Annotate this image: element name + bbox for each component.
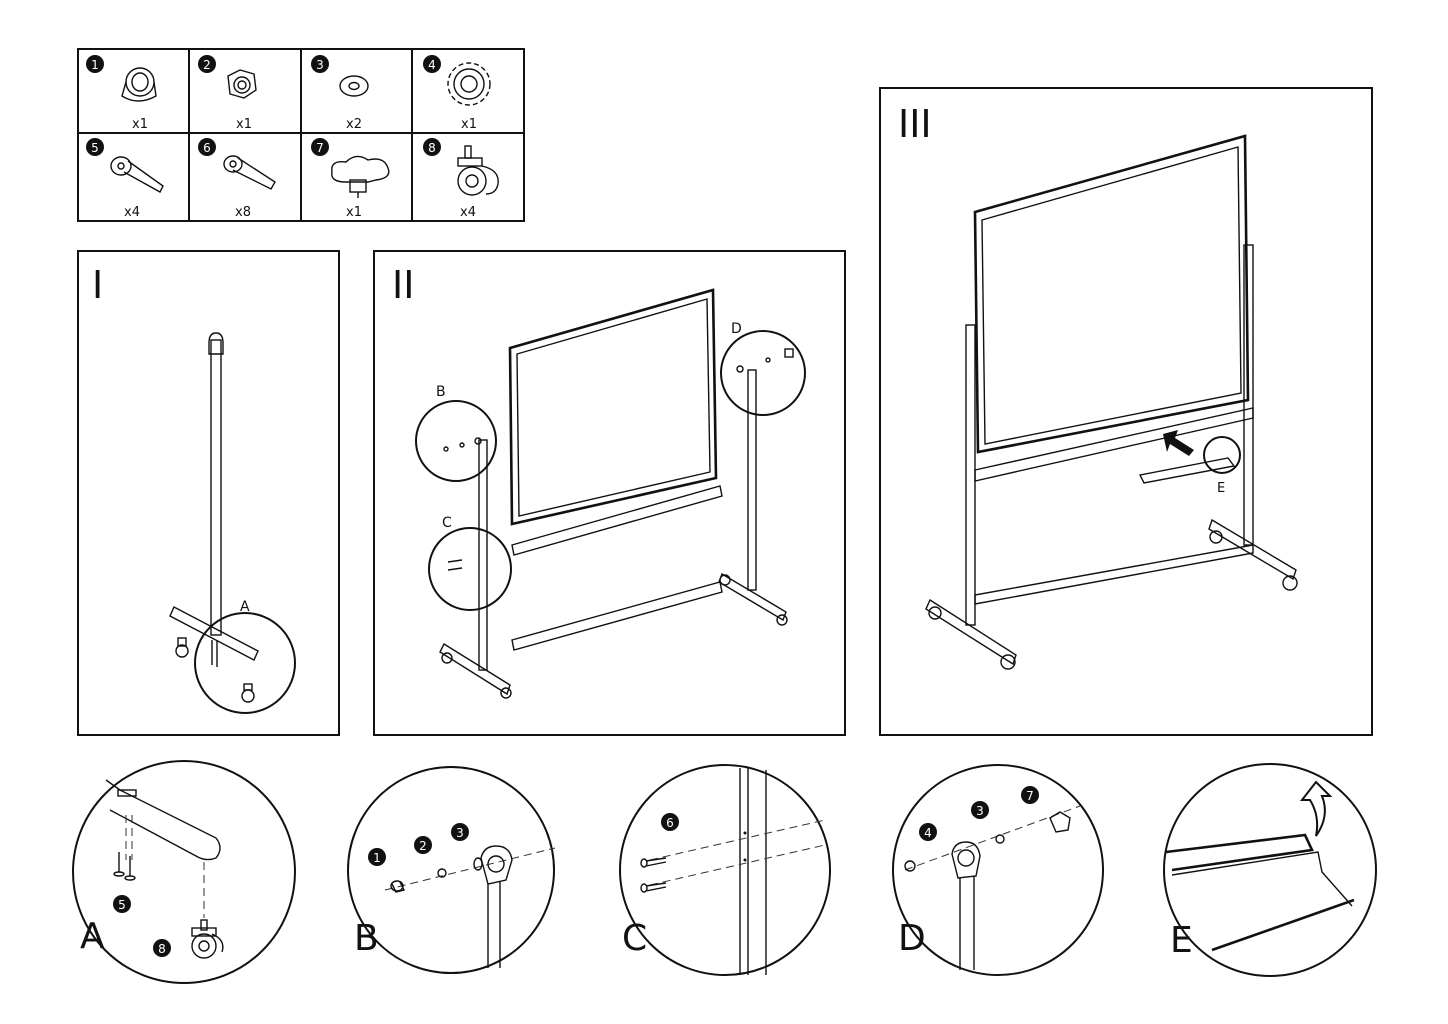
callout-label: D bbox=[731, 321, 742, 337]
part-number: 4 bbox=[428, 58, 436, 72]
hex-nut-icon bbox=[437, 868, 447, 878]
step-label: III bbox=[898, 102, 932, 146]
detail-letter: B bbox=[354, 918, 379, 959]
part-number: 2 bbox=[419, 839, 427, 853]
detail-D: D 4 3 7 bbox=[892, 764, 1104, 976]
part-number: 7 bbox=[316, 141, 324, 155]
right-upright bbox=[1208, 244, 1298, 591]
part-number: 2 bbox=[203, 58, 211, 72]
part-cell-5: 5 x4 bbox=[86, 138, 164, 220]
whiteboard-panel bbox=[973, 134, 1250, 454]
part-number: 6 bbox=[203, 141, 211, 155]
part-qty: x1 bbox=[346, 205, 362, 220]
part-number: 4 bbox=[924, 826, 932, 840]
part-number: 6 bbox=[666, 816, 674, 830]
part-number: 8 bbox=[158, 942, 166, 956]
detail-letter: A bbox=[80, 916, 105, 957]
star-knob-icon bbox=[331, 155, 390, 198]
part-number: 1 bbox=[373, 851, 381, 865]
part-cell-3: 3 x2 bbox=[311, 55, 369, 132]
detail-circle-C bbox=[428, 527, 512, 611]
right-upright bbox=[718, 369, 788, 626]
part-qty: x1 bbox=[461, 117, 477, 132]
part-qty: x1 bbox=[236, 117, 252, 132]
screw-icon bbox=[223, 155, 276, 190]
hex-nut-icon bbox=[227, 69, 257, 99]
screw-icon bbox=[640, 857, 667, 893]
crossbars bbox=[974, 407, 1254, 605]
pen-tray bbox=[1165, 833, 1355, 952]
parts-table: 1 x1 2 x1 3 bbox=[77, 48, 525, 222]
detail-letter: E bbox=[1170, 920, 1193, 961]
washer-icon bbox=[995, 834, 1005, 844]
upright-post bbox=[739, 768, 767, 975]
part-cell-7: 7 x1 bbox=[311, 138, 390, 220]
whiteboard-panel bbox=[508, 288, 718, 526]
lock-ring-icon bbox=[447, 62, 491, 106]
step-panel-3: III E bbox=[879, 87, 1373, 736]
detail-A: A 5 8 bbox=[72, 760, 296, 984]
part-number: 3 bbox=[976, 804, 984, 818]
part-number: 1 bbox=[91, 58, 99, 72]
step-panel-1: I A bbox=[77, 250, 340, 736]
part-number: 5 bbox=[91, 141, 99, 155]
part-qty: x8 bbox=[235, 205, 251, 220]
left-upright bbox=[439, 439, 512, 699]
part-cell-8: 8 x4 bbox=[423, 138, 499, 220]
detail-E: E bbox=[1163, 763, 1377, 977]
detail-letter: D bbox=[898, 918, 926, 959]
pen-tray bbox=[1138, 457, 1236, 484]
detail-B: B 1 2 3 bbox=[347, 766, 556, 974]
star-knob-icon bbox=[1049, 811, 1071, 833]
part-number-badge bbox=[86, 55, 104, 73]
upright-post bbox=[208, 332, 224, 636]
detail-circle-A bbox=[194, 612, 296, 714]
detail-circle-B bbox=[415, 400, 497, 482]
upright-post bbox=[480, 845, 513, 968]
detail-circle-E bbox=[1203, 436, 1241, 474]
step-label: II bbox=[392, 263, 414, 307]
upright-post bbox=[951, 841, 981, 970]
detail-letter: C bbox=[622, 918, 647, 959]
foot-beam bbox=[105, 779, 221, 861]
part-cell-4: 4 x1 bbox=[423, 55, 491, 132]
push-arrow-icon bbox=[1163, 430, 1194, 456]
part-number: 7 bbox=[1026, 789, 1034, 803]
step-panel-2: II bbox=[373, 250, 846, 736]
end-cap-icon bbox=[390, 880, 406, 893]
detail-C: C 6 bbox=[619, 764, 831, 976]
part-number: 3 bbox=[456, 826, 464, 840]
crossbars bbox=[511, 485, 723, 651]
part-number: 3 bbox=[316, 58, 324, 72]
left-upright bbox=[925, 324, 1017, 670]
callout-label: E bbox=[1217, 481, 1225, 496]
part-qty: x2 bbox=[346, 117, 362, 132]
foot-beam bbox=[169, 606, 259, 667]
part-qty: x4 bbox=[124, 205, 140, 220]
callout-label: B bbox=[436, 384, 446, 400]
washer-icon bbox=[339, 75, 369, 97]
lock-ring-icon bbox=[904, 860, 916, 872]
caster-wheel-icon bbox=[191, 919, 224, 959]
callout-label: A bbox=[240, 599, 250, 615]
bolt-icon bbox=[113, 852, 136, 881]
detail-circle-D bbox=[720, 330, 806, 416]
part-qty: x4 bbox=[460, 205, 476, 220]
end-cap-icon bbox=[121, 67, 157, 102]
step-label: I bbox=[92, 263, 103, 307]
bolt-icon bbox=[110, 156, 164, 193]
part-cell-1: 1 x1 bbox=[86, 55, 157, 132]
callout-label: C bbox=[442, 515, 452, 531]
part-cell-6: 6 x8 bbox=[198, 138, 276, 220]
part-number: 5 bbox=[118, 898, 126, 912]
part-cell-2: 2 x1 bbox=[198, 55, 257, 132]
part-number: 8 bbox=[428, 141, 436, 155]
caster-wheel-icon bbox=[457, 145, 499, 196]
peel-arrow-icon bbox=[1299, 780, 1333, 837]
part-qty: x1 bbox=[132, 117, 148, 132]
